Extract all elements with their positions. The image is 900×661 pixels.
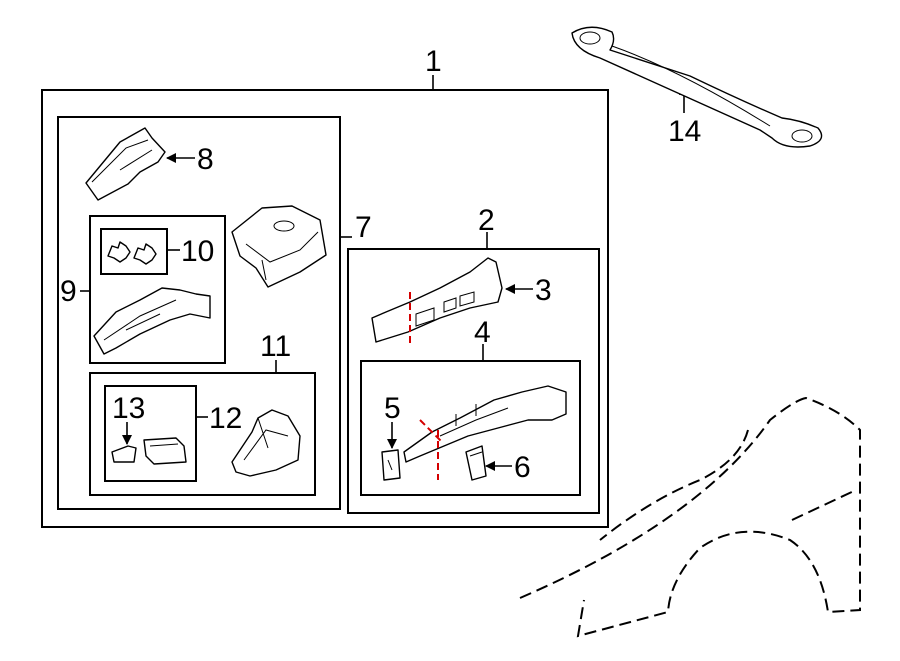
part-9-rail (93, 287, 211, 355)
part-13-pieces (111, 437, 187, 465)
part-5-plate (381, 449, 401, 481)
part-12-bracket (231, 409, 301, 477)
group-4-frame (360, 360, 581, 496)
callout-3: 3 (535, 274, 552, 307)
callout-7: 7 (355, 211, 372, 244)
group-12-frame (104, 385, 197, 482)
callout-5: 5 (384, 392, 401, 425)
callout-8: 8 (197, 143, 214, 176)
part-4-rail (403, 385, 567, 480)
group-9-frame (89, 215, 226, 364)
callout-1: 1 (425, 45, 442, 78)
callout-12: 12 (209, 402, 242, 435)
group-10-frame (100, 228, 168, 275)
callout-14: 14 (668, 115, 701, 148)
callout-2: 2 (478, 204, 495, 237)
callout-9: 9 (60, 275, 77, 308)
cut-line-4b (419, 419, 443, 443)
callout-6: 6 (514, 451, 531, 484)
callout-13: 13 (112, 392, 145, 425)
group-7-frame (57, 116, 341, 510)
callout-11: 11 (260, 330, 291, 363)
part-8-rail-extension (85, 127, 166, 201)
part-14-strut-bar (571, 26, 823, 148)
part-7-shock-housing (231, 205, 327, 288)
group-2-frame (347, 248, 600, 514)
fender-outline (519, 396, 861, 638)
part-6-block (465, 445, 487, 481)
callout-4: 4 (474, 316, 491, 349)
assembly-1-frame (41, 89, 609, 528)
part-3-rail (371, 257, 503, 346)
part-10-clips (107, 241, 157, 265)
callout-10: 10 (181, 235, 214, 268)
group-11-frame (89, 372, 316, 496)
